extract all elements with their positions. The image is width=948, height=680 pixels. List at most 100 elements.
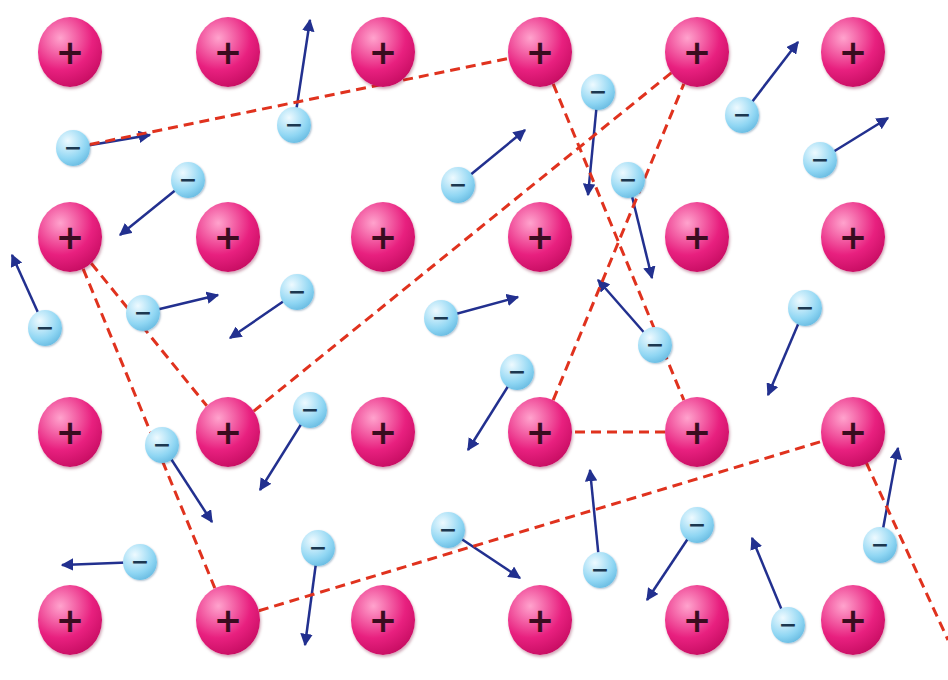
positive-ion: + (508, 17, 572, 87)
charge-sign: + (839, 603, 868, 637)
positive-ion: + (351, 585, 415, 655)
charge-sign: + (839, 35, 868, 69)
free-electron: − (788, 290, 822, 326)
charge-sign: + (56, 220, 85, 254)
charge-sign: − (131, 551, 149, 573)
free-electron: − (145, 427, 179, 463)
positive-ion: + (351, 17, 415, 87)
free-electron: − (500, 354, 534, 390)
positive-ion: + (665, 397, 729, 467)
free-electron: − (431, 512, 465, 548)
charge-sign: − (301, 399, 319, 421)
charge-sign: + (56, 415, 85, 449)
charge-sign: + (369, 603, 398, 637)
charge-sign: + (526, 220, 555, 254)
charge-sign: + (369, 35, 398, 69)
positive-ion: + (665, 585, 729, 655)
electron-path-segment (90, 58, 509, 144)
charge-sign: + (526, 415, 555, 449)
positive-ion: + (508, 202, 572, 272)
free-electron: − (424, 300, 458, 336)
free-electron: − (293, 392, 327, 428)
free-electron: − (611, 162, 645, 198)
charge-sign: + (214, 603, 243, 637)
charge-sign: − (309, 537, 327, 559)
free-electron: − (123, 544, 157, 580)
free-electron: − (725, 97, 759, 133)
charge-sign: − (688, 514, 706, 536)
positive-ion: + (196, 202, 260, 272)
free-electron: − (583, 552, 617, 588)
charge-sign: − (619, 169, 637, 191)
charge-sign: − (449, 174, 467, 196)
charge-sign: + (56, 35, 85, 69)
velocity-arrows (12, 20, 898, 645)
positive-ion: + (38, 585, 102, 655)
charge-sign: + (683, 415, 712, 449)
charge-sign: + (683, 603, 712, 637)
charge-sign: − (871, 534, 889, 556)
electron-path-segment (91, 263, 207, 406)
charge-sign: − (733, 104, 751, 126)
positive-ion: + (508, 585, 572, 655)
free-electron: − (56, 130, 90, 166)
charge-sign: − (36, 317, 54, 339)
charge-sign: + (839, 220, 868, 254)
free-electron: − (581, 74, 615, 110)
positive-ion: + (508, 397, 572, 467)
free-electron: − (280, 274, 314, 310)
charge-sign: − (796, 297, 814, 319)
charge-sign: + (526, 35, 555, 69)
charge-sign: − (591, 559, 609, 581)
electron-path-segment (572, 431, 665, 434)
positive-ion: + (351, 397, 415, 467)
charge-sign: + (214, 220, 243, 254)
charge-sign: + (369, 220, 398, 254)
positive-ion: + (351, 202, 415, 272)
free-electron: − (863, 527, 897, 563)
positive-ion: + (196, 17, 260, 87)
free-electron: − (301, 530, 335, 566)
electron-path-segment (553, 84, 684, 400)
free-electron: − (803, 142, 837, 178)
positive-ion: + (38, 202, 102, 272)
charge-sign: − (288, 281, 306, 303)
charge-sign: + (369, 415, 398, 449)
free-electron: − (638, 327, 672, 363)
free-electron: − (441, 167, 475, 203)
charge-sign: − (508, 361, 526, 383)
charge-sign: + (683, 35, 712, 69)
charge-sign: − (811, 149, 829, 171)
positive-ion: + (665, 17, 729, 87)
charge-sign: + (839, 415, 868, 449)
charge-sign: + (214, 415, 243, 449)
electron-path-segment (83, 269, 215, 588)
charge-sign: − (779, 614, 797, 636)
positive-ion: + (665, 202, 729, 272)
positive-ion: + (821, 202, 885, 272)
charge-sign: − (64, 137, 82, 159)
free-electron: − (277, 107, 311, 143)
charge-sign: − (153, 434, 171, 456)
free-electron: − (680, 507, 714, 543)
positive-ion: + (821, 397, 885, 467)
charge-sign: − (646, 334, 664, 356)
positive-ion: + (38, 397, 102, 467)
free-electron: − (171, 162, 205, 198)
charge-sign: − (179, 169, 197, 191)
charge-sign: + (526, 603, 555, 637)
charge-sign: − (285, 114, 303, 136)
free-electron: − (126, 295, 160, 331)
charge-sign: − (439, 519, 457, 541)
free-electron: − (28, 310, 62, 346)
positive-ion: + (38, 17, 102, 87)
positive-ion: + (821, 17, 885, 87)
charge-sign: + (56, 603, 85, 637)
electron-path-segment (254, 73, 672, 411)
charge-sign: + (214, 35, 243, 69)
charge-sign: + (683, 220, 712, 254)
charge-sign: − (589, 81, 607, 103)
charge-sign: − (134, 302, 152, 324)
positive-ion: + (196, 585, 260, 655)
